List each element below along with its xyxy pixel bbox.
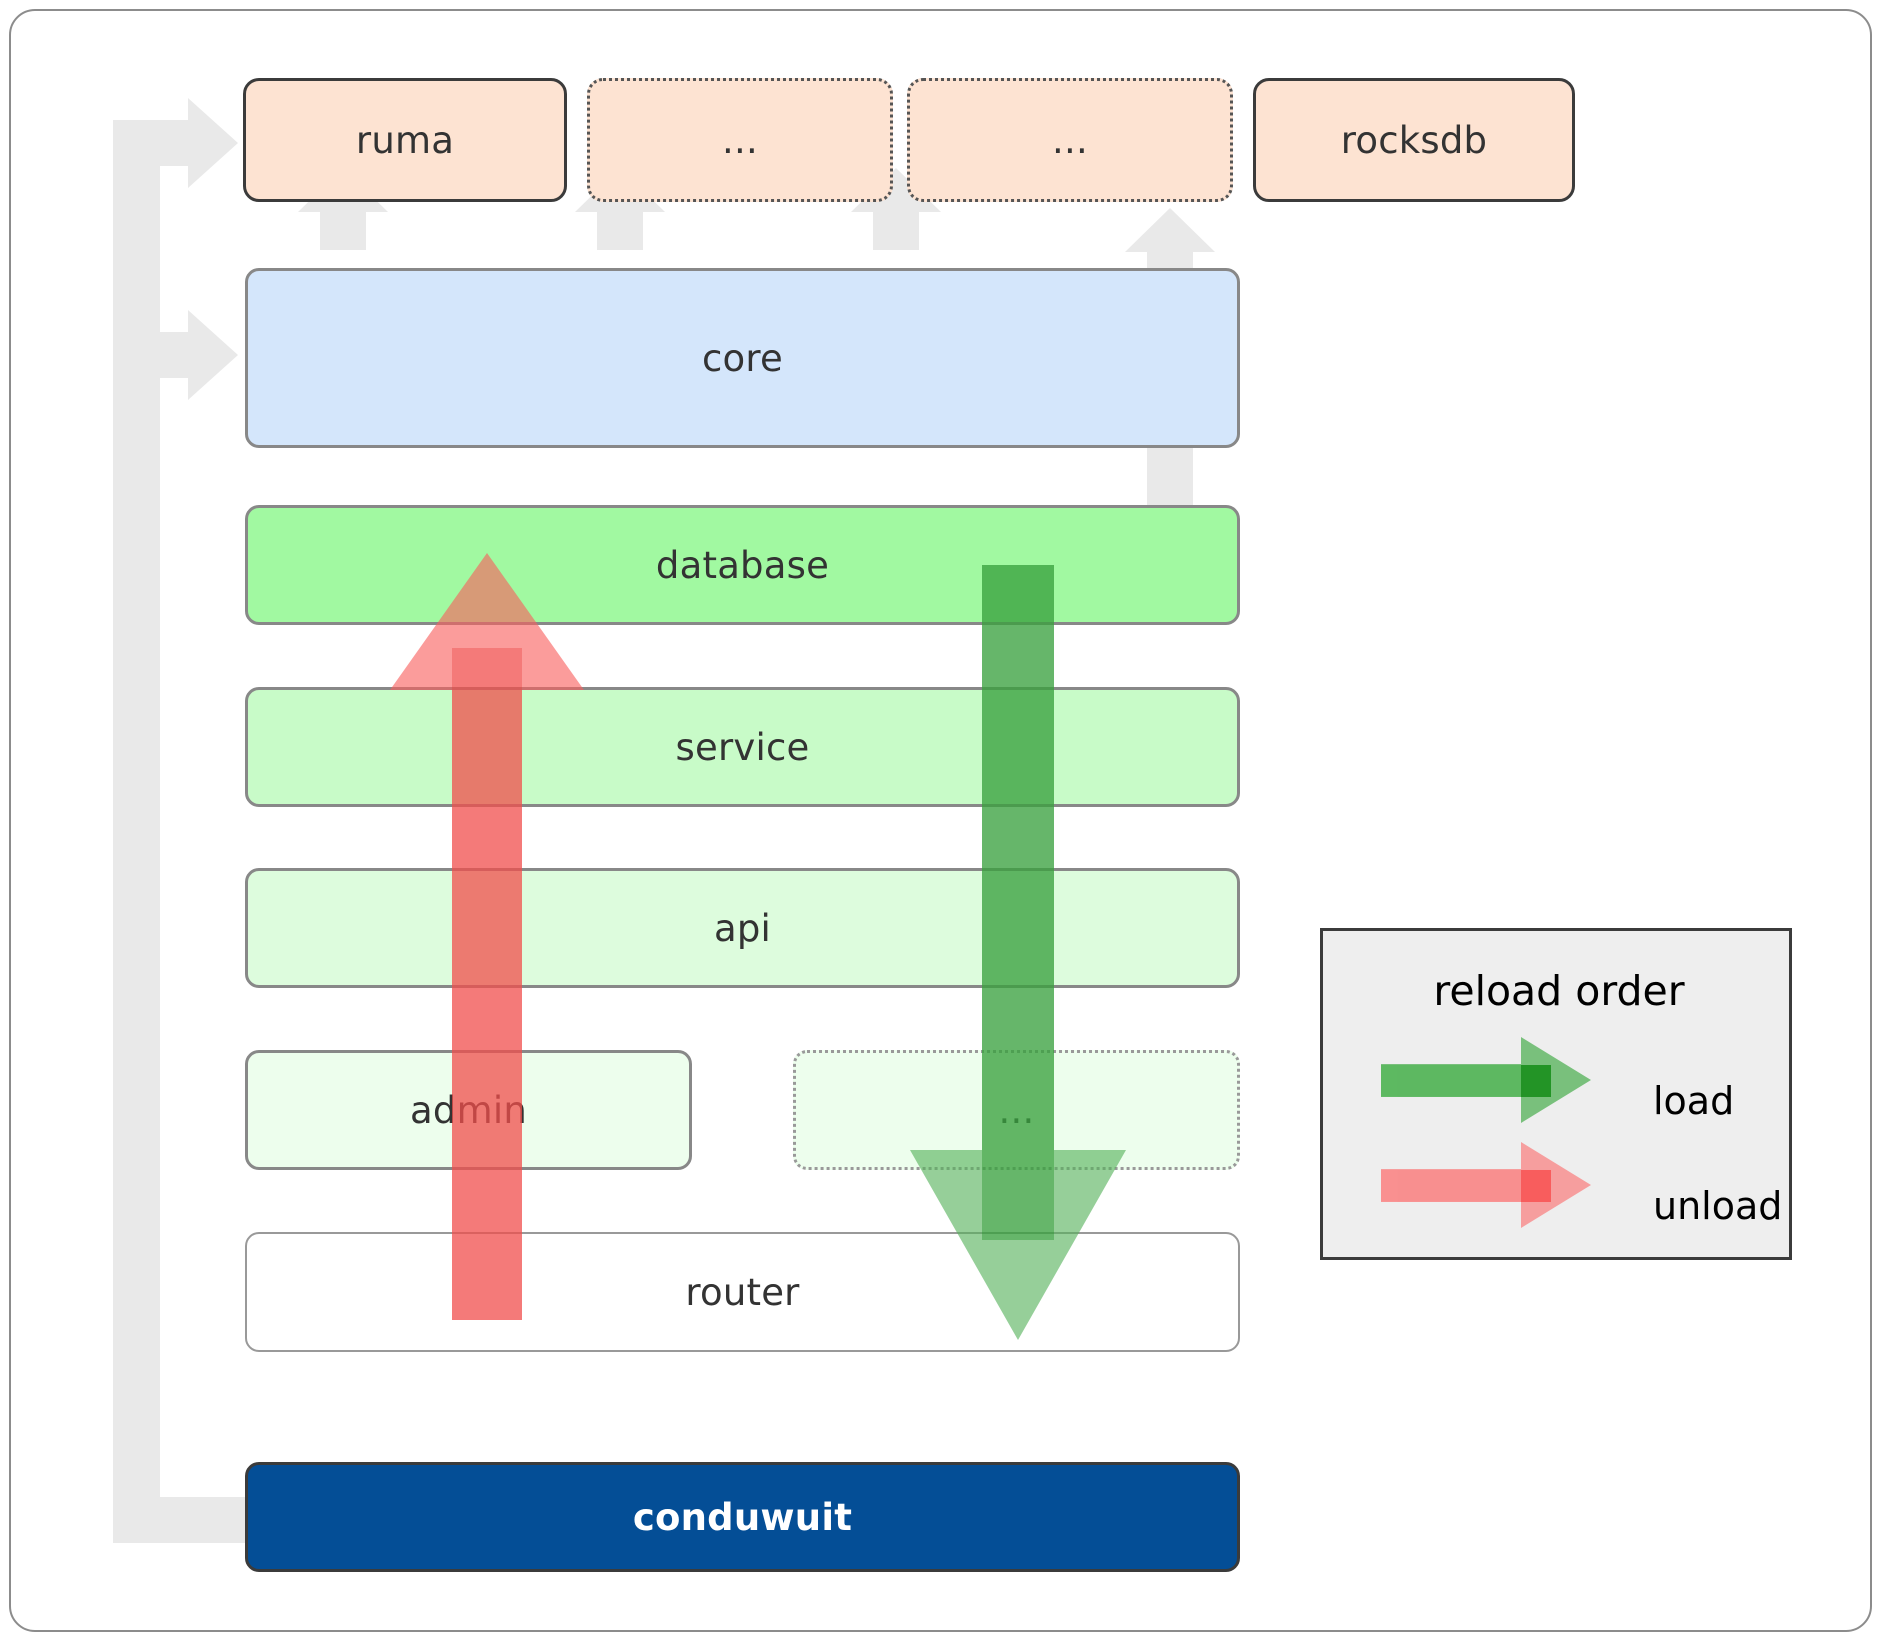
- node-router-label: router: [685, 1270, 800, 1314]
- node-admin-label: admin: [410, 1088, 527, 1132]
- node-router[interactable]: router: [245, 1232, 1240, 1352]
- node-ruma[interactable]: ruma: [243, 78, 567, 202]
- legend-arrow-icons: [1381, 1037, 1591, 1228]
- node-api-label: api: [713, 906, 772, 950]
- node-conduwuit-label: conduwuit: [632, 1495, 853, 1539]
- diagram-frame: [9, 9, 1872, 1632]
- node-top-ellipsis-2[interactable]: ...: [907, 78, 1233, 202]
- node-api[interactable]: api: [245, 868, 1240, 988]
- node-rocksdb[interactable]: rocksdb: [1253, 78, 1575, 202]
- legend-reload-order: reload order load unload: [1320, 928, 1792, 1260]
- node-top-ellipsis-1-label: ...: [722, 118, 758, 162]
- node-database[interactable]: database: [245, 505, 1240, 625]
- legend-label-load: load: [1653, 1079, 1735, 1123]
- node-stack-ellipsis[interactable]: ...: [793, 1050, 1240, 1170]
- node-top-ellipsis-2-label: ...: [1052, 118, 1088, 162]
- node-core-label: core: [702, 336, 783, 380]
- node-rocksdb-label: rocksdb: [1340, 118, 1488, 162]
- node-stack-ellipsis-label: ...: [998, 1088, 1035, 1132]
- legend-title: reload order: [1433, 967, 1685, 1015]
- legend-label-unload: unload: [1653, 1184, 1783, 1228]
- node-top-ellipsis-1[interactable]: ...: [587, 78, 893, 202]
- node-service-label: service: [675, 725, 810, 769]
- node-ruma-label: ruma: [355, 118, 455, 162]
- node-service[interactable]: service: [245, 687, 1240, 807]
- node-core[interactable]: core: [245, 268, 1240, 448]
- node-database-label: database: [655, 543, 830, 587]
- node-admin[interactable]: admin: [245, 1050, 692, 1170]
- node-conduwuit[interactable]: conduwuit: [245, 1462, 1240, 1572]
